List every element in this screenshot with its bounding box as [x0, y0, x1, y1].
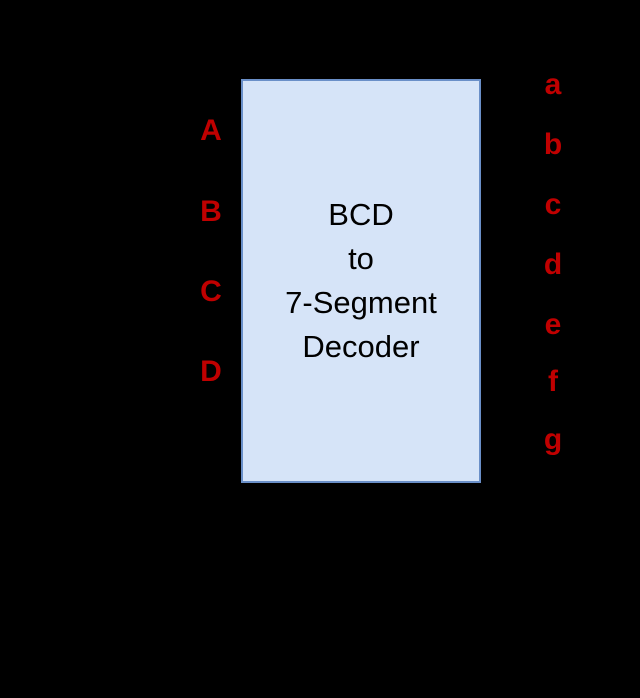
input-label-D: D [200, 355, 222, 388]
decoder-block: BCD to 7-Segment Decoder [241, 79, 481, 483]
output-label-d: d [543, 248, 563, 281]
output-label-c: c [544, 188, 562, 221]
output-wire-c [480, 212, 484, 222]
output-wire-d [480, 268, 484, 278]
input-label-A: A [200, 114, 222, 147]
input-wire-a [234, 155, 238, 165]
output-label-b: b [543, 128, 563, 161]
input-wire-d [234, 396, 238, 406]
output-label-e: e [544, 308, 562, 341]
output-label-f: f [548, 365, 558, 398]
input-wire-c [234, 316, 238, 326]
output-wire-e [480, 324, 484, 334]
output-wire-g [480, 440, 484, 450]
output-wire-a [480, 100, 484, 110]
input-label-B: B [200, 195, 222, 228]
decoder-block-label: BCD to 7-Segment Decoder [285, 197, 437, 364]
output-wire-b [480, 157, 484, 167]
output-label-a: a [544, 68, 562, 101]
input-label-C: C [200, 275, 222, 308]
output-wire-f [480, 380, 484, 390]
output-label-g: g [543, 423, 563, 456]
input-wire-b [234, 236, 238, 246]
